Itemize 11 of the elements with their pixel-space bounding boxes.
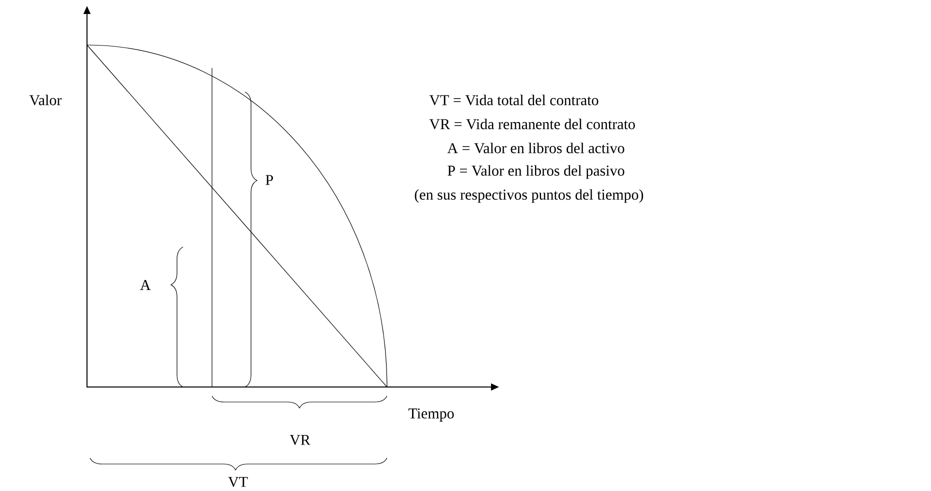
axis-label: Tiempo — [408, 408, 454, 422]
definition-text: P = Valor en libros del pasivo — [448, 165, 624, 179]
brace-label: VT — [228, 476, 248, 488]
brace-label: VR — [290, 434, 310, 446]
definition-text: VT = Vida total del contrato — [429, 94, 598, 106]
axis-label: Valor — [29, 94, 62, 106]
definition-text: A = Valor en libros del activo — [447, 142, 624, 154]
brace-label: A — [140, 280, 151, 290]
definition-text: VR = Vida remanente del contrato — [429, 118, 635, 130]
definition-text: (en sus respectivos puntos del tiempo) — [414, 189, 644, 203]
brace-label: P — [266, 175, 273, 185]
